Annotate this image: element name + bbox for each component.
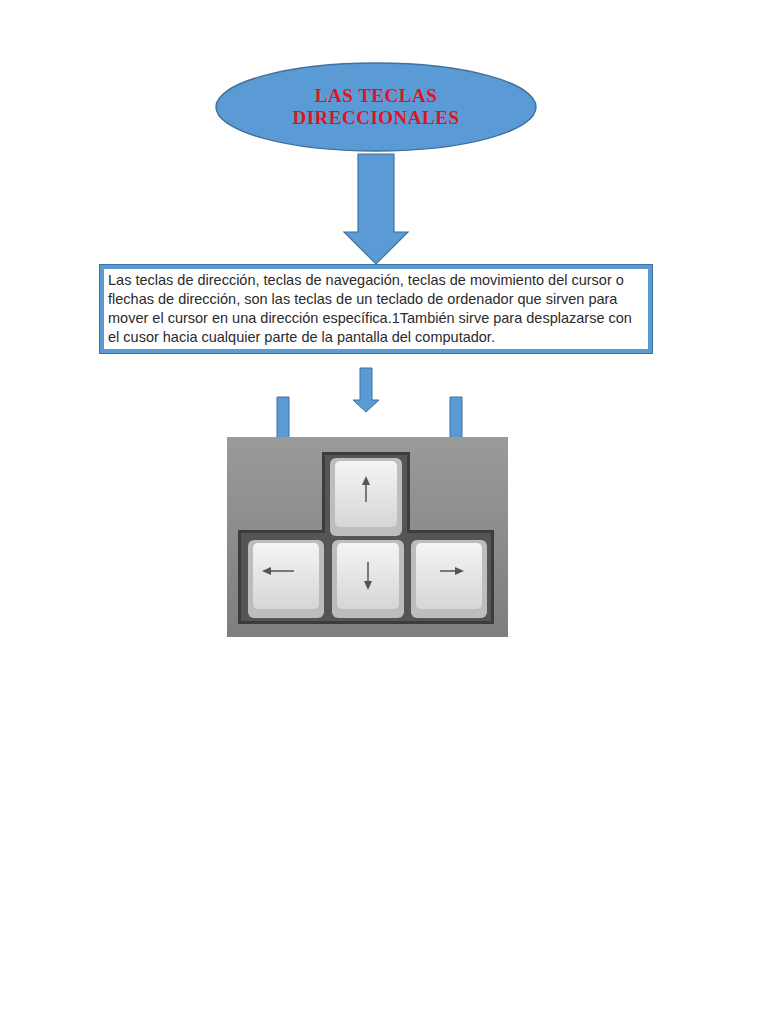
definition-text: Las teclas de dirección, teclas de naveg… (108, 271, 644, 347)
block-arrow (344, 154, 408, 264)
title-text: LAS TECLAS DIRECCIONALES (245, 85, 507, 129)
definition-box: Las teclas de dirección, teclas de naveg… (100, 265, 652, 353)
arrow-keys-photo (227, 437, 508, 637)
title-ellipse: LAS TECLAS DIRECCIONALES (215, 62, 537, 152)
